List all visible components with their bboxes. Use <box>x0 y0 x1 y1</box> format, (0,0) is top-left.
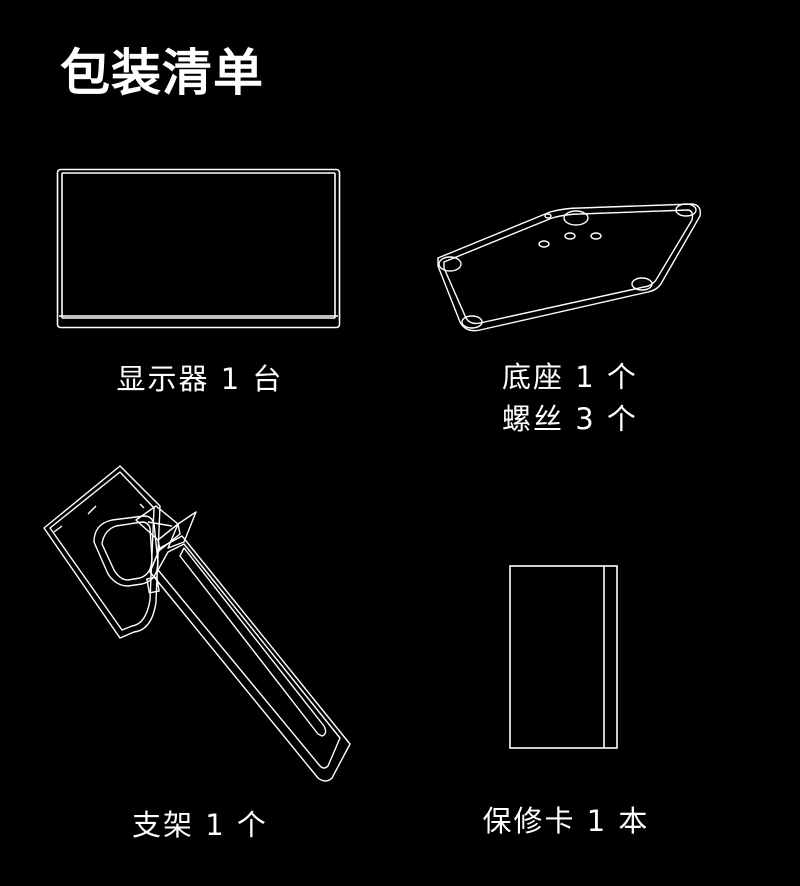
monitor-caption: 显示器 1 台 <box>116 362 284 396</box>
stand-caption: 支架 1 个 <box>132 808 268 842</box>
warranty-card-icon <box>508 564 620 752</box>
stand-arm-icon <box>40 462 360 787</box>
base-plate-icon <box>430 196 710 336</box>
warranty-card-caption: 保修卡 1 本 <box>482 804 650 838</box>
base-caption: 底座 1 个 螺丝 3 个 <box>502 360 638 436</box>
page-title: 包装清单 <box>60 44 264 102</box>
monitor-icon <box>56 168 342 332</box>
